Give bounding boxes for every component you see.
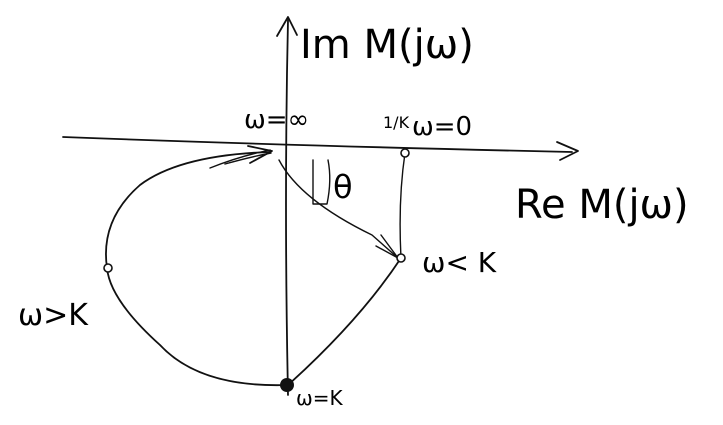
point-one-over-k	[400, 148, 410, 158]
label-omega-infinity: ω=∞	[244, 105, 309, 135]
left-loop-arrow	[247, 145, 273, 164]
label-omega-equals-k: ω=K	[296, 386, 344, 410]
point-omega-less-k	[396, 253, 406, 263]
inner-curve	[278, 159, 399, 259]
inner-curve-arrow	[375, 234, 399, 259]
label-omega-greater-k: ω>K	[18, 298, 89, 333]
arrow-hatch-lines	[209, 149, 272, 169]
real-axis	[62, 136, 579, 161]
point-omega-equals-k	[280, 378, 294, 392]
label-one-over-k: 1/K	[383, 113, 410, 132]
label-omega-less-k: ω< K	[422, 246, 497, 279]
imaginary-axis-label: Im M(jω)	[300, 22, 474, 68]
real-axis-label: Re M(jω)	[515, 182, 689, 228]
label-angle: θ	[333, 168, 353, 206]
label-omega-zero: ω=0	[412, 112, 472, 142]
left-loop	[105, 151, 289, 387]
vertical-segment	[399, 152, 406, 259]
lower-right-curve	[287, 257, 402, 386]
point-omega-greater-k	[103, 263, 113, 273]
angle-marker	[312, 159, 331, 205]
imaginary-axis	[276, 16, 298, 396]
